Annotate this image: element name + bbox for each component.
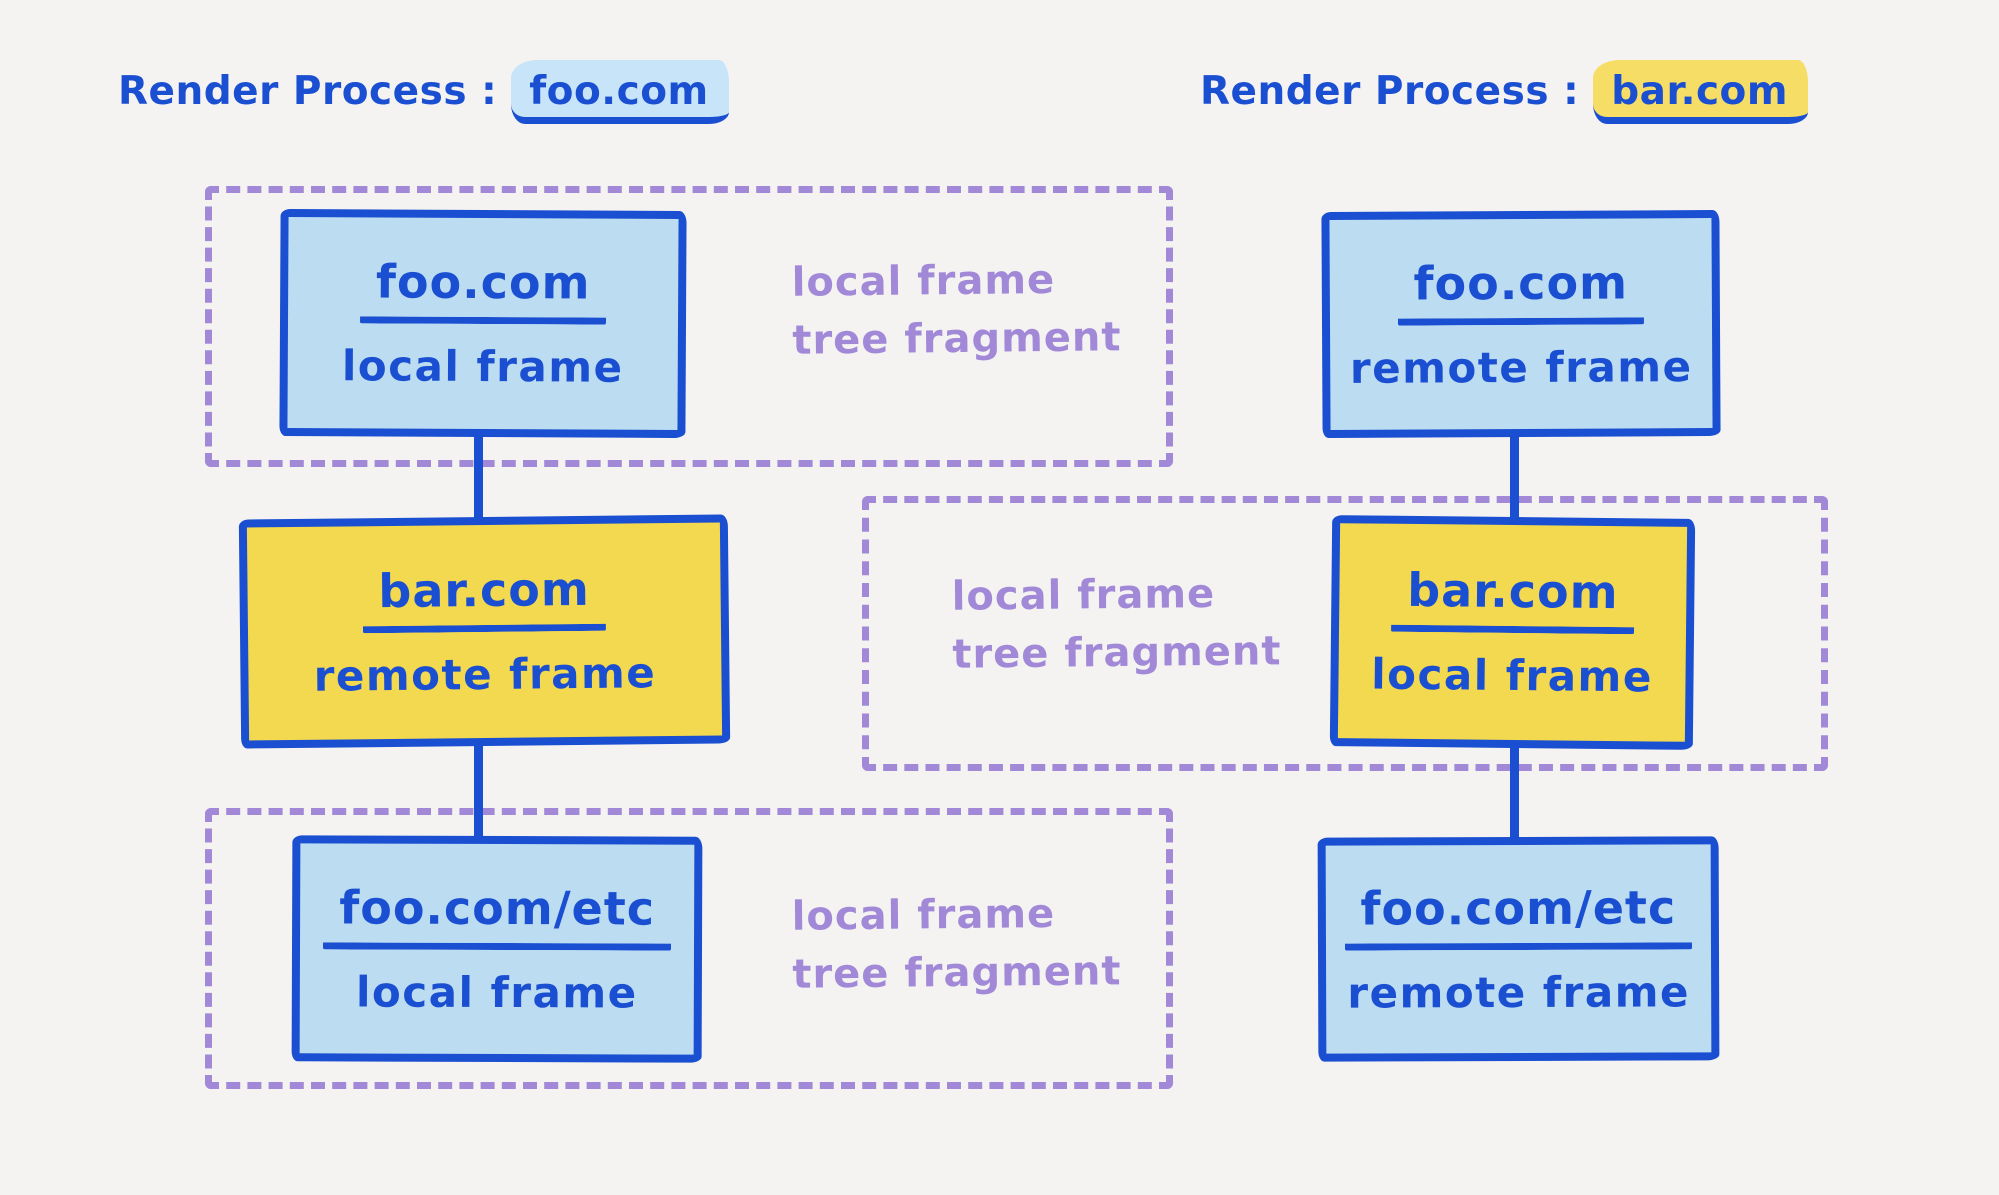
frame-domain: foo.com/etc — [1344, 880, 1693, 951]
frame-domain: bar.com — [362, 562, 607, 634]
frame-kind: remote frame — [1347, 966, 1691, 1018]
connector-line — [474, 432, 483, 524]
frame-domain: foo.com — [359, 254, 607, 325]
frame-kind: remote frame — [313, 648, 657, 701]
fragment-label: local frame tree fragment — [791, 250, 1121, 369]
frame-node-foo-remote: foo.com remote frame — [1321, 209, 1721, 439]
render-process-title-bar: Render Process : bar.com — [1200, 60, 1808, 124]
fragment-label: local frame tree fragment — [791, 884, 1121, 1003]
highlighted-domain-bar: bar.com — [1593, 60, 1808, 124]
frame-kind: local frame — [1371, 649, 1654, 702]
frame-node-foo-etc-local: foo.com/etc local frame — [291, 835, 703, 1063]
fragment-label-line: local frame — [791, 890, 1056, 940]
connector-line — [1510, 432, 1519, 524]
frame-domain: bar.com — [1390, 563, 1635, 635]
connector-line — [474, 742, 483, 842]
fragment-label: local frame tree fragment — [951, 564, 1281, 683]
fragment-label-line: local frame — [791, 256, 1056, 306]
frame-node-foo-local: foo.com local frame — [279, 208, 687, 439]
fragment-label-line: local frame — [951, 570, 1216, 620]
local-frame-tree-fragment-box — [862, 496, 1828, 771]
fragment-label-line: tree fragment — [792, 948, 1122, 998]
frame-kind: remote frame — [1349, 341, 1693, 393]
local-frame-tree-fragment-box — [205, 808, 1173, 1089]
fragment-label-line: tree fragment — [952, 628, 1282, 678]
frame-kind: local frame — [355, 967, 638, 1017]
frame-node-foo-etc-remote: foo.com/etc remote frame — [1317, 836, 1720, 1062]
frame-node-bar-remote: bar.com remote frame — [238, 514, 731, 749]
frame-domain: foo.com/etc — [323, 880, 672, 951]
fragment-label-line: tree fragment — [792, 314, 1122, 364]
frame-domain: foo.com — [1397, 255, 1645, 326]
local-frame-tree-fragment-box — [205, 186, 1173, 467]
frame-kind: local frame — [341, 341, 624, 392]
title-text: Render Process : — [1200, 69, 1580, 114]
highlighted-domain-foo: foo.com — [511, 60, 729, 124]
connector-line — [1510, 744, 1519, 842]
render-process-title-foo: Render Process : foo.com — [118, 60, 729, 124]
frame-node-bar-local: bar.com local frame — [1329, 515, 1696, 750]
title-text: Render Process : — [118, 69, 498, 114]
